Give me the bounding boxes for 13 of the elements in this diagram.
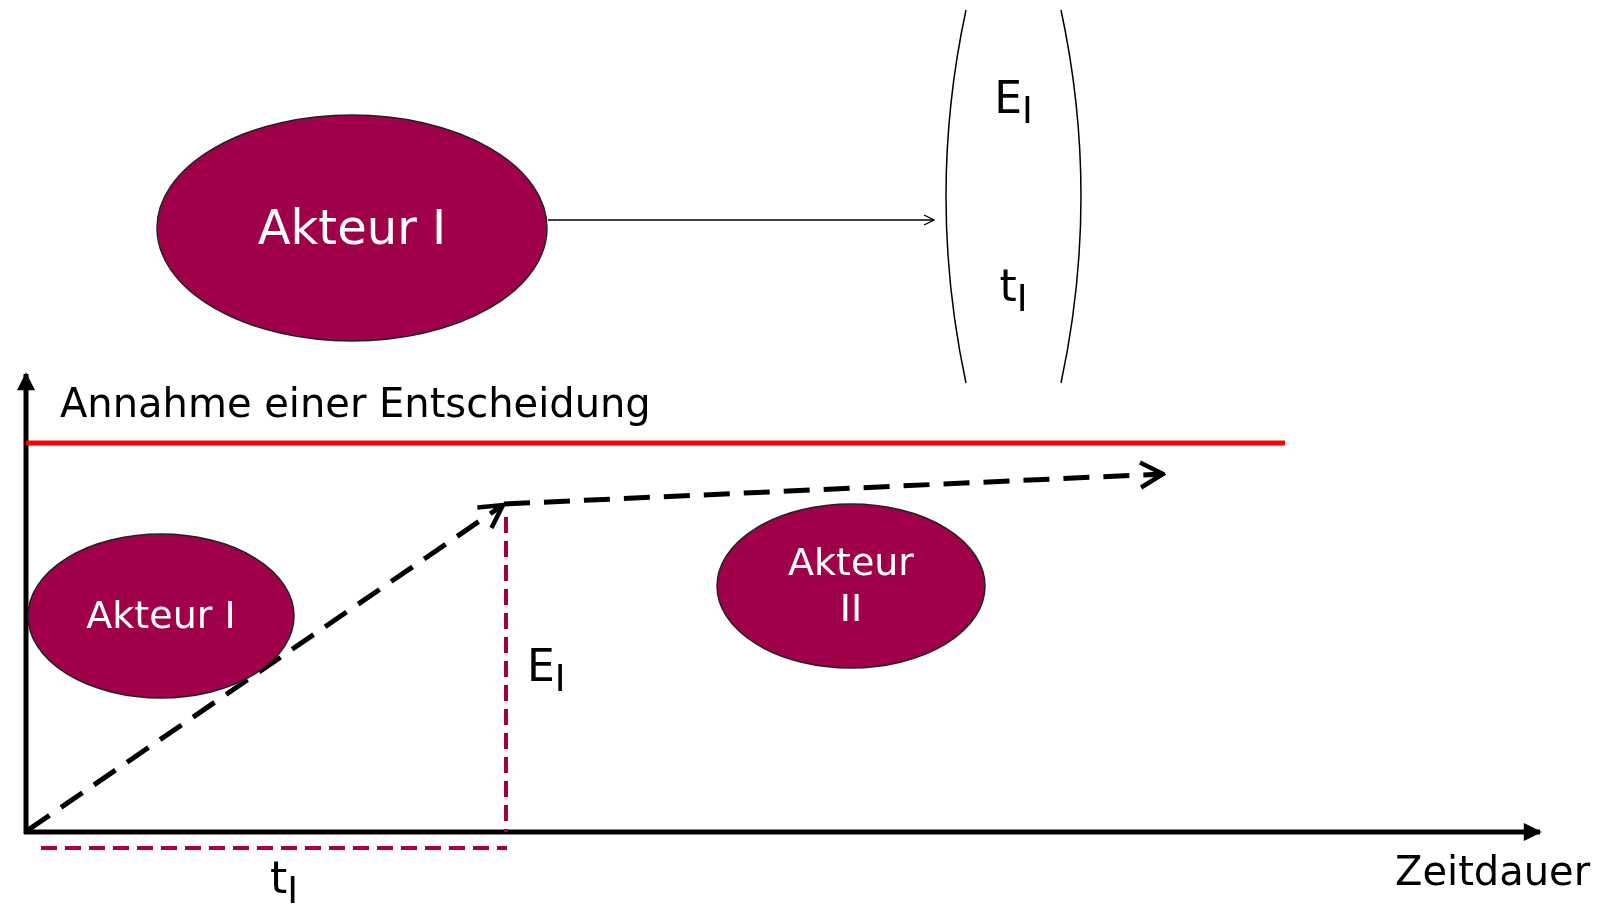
threshold-label: Annahme einer Entscheidung: [60, 380, 651, 426]
node-label: Akteur I: [86, 593, 236, 639]
node-label: Akteur II: [787, 540, 915, 632]
axis-value-label: t$_{I}$: [270, 852, 299, 912]
arrow: [547, 214, 935, 226]
node-label: Akteur I: [257, 199, 447, 257]
axis-title: Zeitdauer: [1395, 848, 1591, 894]
axis-value-label: E$_{I}$: [527, 640, 566, 700]
actor-ellipse: [156, 114, 548, 342]
vector-entry: E$_{I}$: [994, 71, 1033, 133]
actor-ellipse: [716, 503, 986, 669]
vector-entry: t$_{I}$: [999, 260, 1028, 322]
actor-ellipse: [27, 533, 295, 699]
